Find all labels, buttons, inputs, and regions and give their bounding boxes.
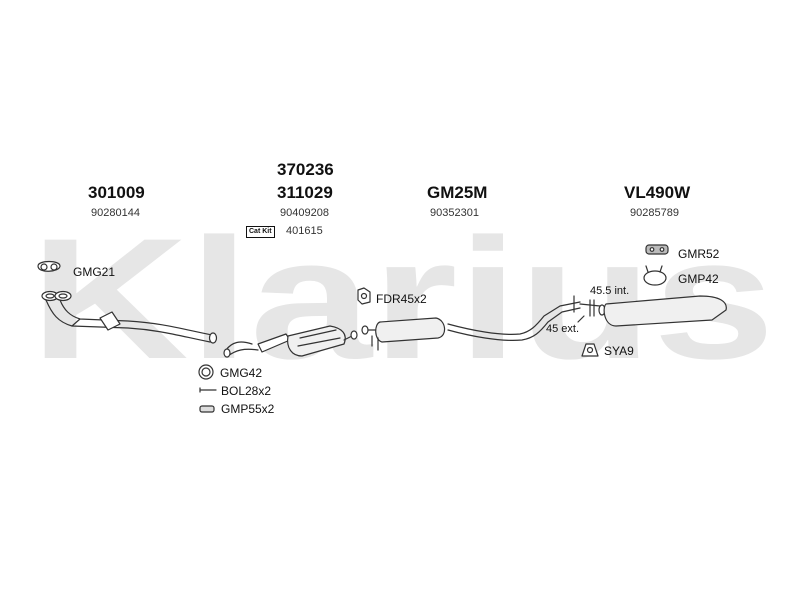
gmp55-label: GMP55x2 <box>221 402 275 416</box>
bol-bolt-icon <box>199 387 217 393</box>
front-pipe-part-number: 301009 <box>88 183 145 202</box>
fdr45-hanger-icon <box>357 287 371 305</box>
gmr52-rubber-icon <box>645 244 669 255</box>
catalyst-part-number: 311029 <box>277 183 333 202</box>
catalytic-converter-drawing <box>257 325 358 357</box>
cat-kit-badge: Cat Kit <box>246 226 275 238</box>
centre-silencer-oem-number: 90352301 <box>430 207 479 219</box>
fdr45-label: FDR45x2 <box>376 292 427 306</box>
gmg21-label: GMG21 <box>73 265 116 279</box>
front-pipe-oem-number: 90280144 <box>91 207 140 219</box>
gmp42-clamp-icon <box>643 265 667 286</box>
front-pipe-drawing <box>41 290 218 344</box>
gmp55-clamp-icon <box>199 405 215 413</box>
rear-silencer-part-number: VL490W <box>624 183 691 202</box>
bol-label: BOL28x2 <box>221 384 272 398</box>
sya9-mount-icon <box>581 343 599 357</box>
gmr52-label: GMR52 <box>678 247 720 261</box>
gmg42-label: GMG42 <box>220 366 263 380</box>
dimension-ext-label: 45 ext. <box>546 323 580 335</box>
rear-silencer-drawing <box>579 295 727 327</box>
catalyst-alt-part-number: 370236 <box>277 160 334 179</box>
gmp42-label: GMP42 <box>678 272 719 286</box>
catalyst-oem-number: 90409208 <box>280 207 329 219</box>
gmg21-gasket-icon <box>37 260 61 272</box>
centre-silencer-part-number: GM25M <box>427 183 488 202</box>
rear-silencer-oem-number: 90285789 <box>630 207 679 219</box>
dimension-int-label: 45.5 int. <box>590 285 630 297</box>
watermark-text: Klarius <box>30 203 775 395</box>
sya9-label: SYA9 <box>604 344 634 358</box>
centre-silencer-drawing <box>361 301 581 351</box>
dimension-marker-ext <box>577 315 585 323</box>
connector-drawing <box>223 341 259 358</box>
gmg42-ring-icon <box>198 364 214 380</box>
cat-kit-number: 401615 <box>286 225 323 237</box>
